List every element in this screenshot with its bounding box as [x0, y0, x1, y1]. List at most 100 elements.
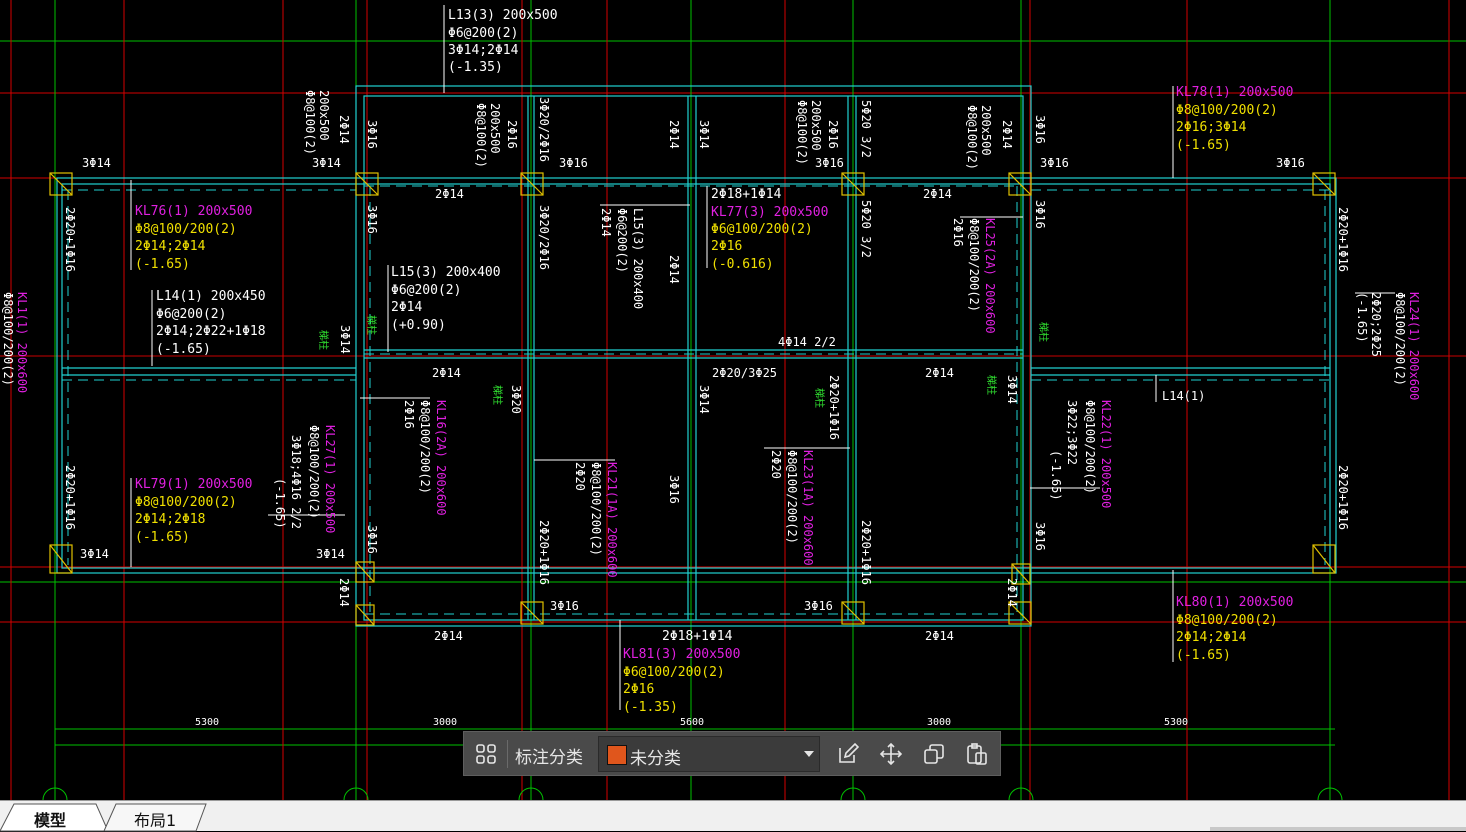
rebar-label: 3Φ16 — [550, 599, 579, 613]
note-text: 2Φ14;2Φ22+1Φ18 — [156, 324, 266, 339]
rebar-label: L14(1) — [1162, 389, 1205, 403]
tab-model-label: 模型 — [34, 811, 67, 830]
paste-icon[interactable] — [963, 740, 991, 768]
vnote: 2Φ14 — [667, 120, 681, 149]
note-text: (-1.65) — [156, 342, 211, 357]
note-text: 2Φ14;2Φ18 — [135, 512, 205, 527]
note-text: Φ6@100/200(2) — [711, 222, 813, 237]
annotation-toolbar: 标注分类 未分类 — [463, 731, 1001, 776]
cad-drawing-canvas[interactable]: 5300 3000 5600 3000 5300 L13(3) 200x500 … — [0, 0, 1466, 800]
rebar-label: 3Φ14 — [80, 547, 109, 561]
toolbar-separator — [507, 740, 508, 768]
edit-icon[interactable] — [834, 740, 862, 768]
vnote: 梯柱 — [365, 315, 378, 335]
vnote: 3Φ20 — [509, 385, 523, 414]
vnote: 2Φ14 — [1005, 578, 1019, 607]
vnote: KL22(1) 200x500 — [1099, 400, 1113, 508]
category-select[interactable]: 未分类 — [598, 736, 820, 772]
rebar-label: 2Φ20/3Φ25 — [712, 366, 777, 380]
copy-icon[interactable] — [920, 740, 948, 768]
vnote: 3Φ16 — [1033, 522, 1047, 551]
vnote: 2Φ20 — [769, 450, 783, 479]
note-text: KL78(1) 200x500 — [1176, 85, 1293, 100]
vnote: Φ8@100(2) — [303, 90, 317, 155]
vnote: KL27(1) 200x500 — [323, 425, 337, 533]
note-text: L13(3) 200x500 — [448, 8, 558, 23]
vnote: Φ8@100/200(2) — [1393, 292, 1407, 386]
horizontal-scrollbar[interactable] — [1210, 827, 1466, 831]
columns — [49, 172, 1336, 626]
note-kl81: 2Φ18+1Φ14 KL81(3) 200x500 Φ6@100/200(2) … — [623, 629, 740, 715]
vnote: 3Φ16 — [365, 205, 379, 234]
vnote: 3Φ22;3Φ22 — [1065, 400, 1079, 465]
note-text: 2Φ16 — [623, 682, 654, 697]
vnote: 2Φ20+1Φ16 — [63, 465, 77, 530]
tab-model[interactable]: 模型 — [34, 801, 94, 832]
vnote: 梯柱 — [813, 388, 826, 408]
note-text: KL76(1) 200x500 — [135, 204, 252, 219]
vnote: 2Φ16 — [402, 400, 416, 429]
note-text: (+0.90) — [391, 318, 446, 333]
chevron-down-icon — [804, 751, 814, 757]
vnote: Φ8@100(2) — [474, 103, 488, 168]
color-swatch — [607, 745, 627, 765]
note-text: 2Φ16;3Φ14 — [1176, 120, 1247, 135]
vnote: 梯柱 — [1037, 322, 1050, 342]
note-text: Φ8@100/200(2) — [135, 222, 237, 237]
note-l15: L15(3) 200x400 Φ6@200(2) 2Φ14 (+0.90) — [391, 265, 501, 333]
vnote: Φ8@100/200(2) — [967, 218, 981, 312]
vnote: 2Φ16 — [826, 120, 840, 149]
note-kl76: KL76(1) 200x500 Φ8@100/200(2) 2Φ14;2Φ14 … — [135, 204, 252, 272]
vnote: (-1.65) — [1049, 450, 1063, 501]
vnote: 梯柱 — [985, 375, 998, 395]
vnote: 2Φ20+1Φ16 — [63, 207, 77, 272]
vnote: KL21(1A) 200x600 — [605, 462, 619, 578]
vnote: 3Φ16 — [667, 475, 681, 504]
vnote: 200x500 — [809, 100, 823, 151]
vertical-notes: Φ8@100/200(2) KL1(1) 200x600 2Φ20+1Φ16 2… — [1, 90, 1421, 607]
tab-layout1[interactable]: 布局1 — [134, 801, 194, 832]
note-text: 2Φ14;2Φ14 — [1176, 630, 1247, 645]
vnote: 2Φ14 — [667, 255, 681, 284]
vnote: L15(3) 200x400 — [631, 208, 645, 309]
rebar-label: 2Φ14 — [432, 366, 461, 380]
vnote: 3Φ20/2Φ16 — [537, 97, 551, 162]
note-text: 2Φ18+1Φ14 — [662, 629, 733, 644]
beam-dash-lines — [62, 185, 1330, 615]
note-kl78: KL78(1) 200x500 Φ8@100/200(2) 2Φ16;3Φ14 … — [1176, 85, 1293, 153]
rebar-label: 3Φ16 — [815, 156, 844, 170]
vnote: Φ8@100/200(2) — [1, 292, 15, 386]
rebar-label: 3Φ16 — [804, 599, 833, 613]
vnote: 5Φ20 3/2 — [859, 200, 873, 258]
rebar-label: 3Φ16 — [559, 156, 588, 170]
vnote: Φ8@100(2) — [795, 100, 809, 165]
note-text: 2Φ16 — [711, 239, 742, 254]
rebar-label: 3Φ16 — [1276, 156, 1305, 170]
vnote: 2Φ14 — [337, 578, 351, 607]
beam-outlines — [56, 85, 1337, 627]
note-text: Φ6@200(2) — [448, 26, 518, 41]
rebar-label: 2Φ14 — [925, 629, 954, 643]
vnote: (-1.65) — [273, 478, 287, 529]
vnote: 3Φ16 — [365, 525, 379, 554]
note-text: Φ6@200(2) — [391, 283, 461, 298]
category-label: 标注分类 — [515, 748, 583, 768]
rebar-label: 3Φ14 — [316, 547, 345, 561]
vnote: 2Φ20+1Φ16 — [1336, 207, 1350, 272]
vnote: Φ8@100/200(2) — [1083, 400, 1097, 494]
note-l13: L13(3) 200x500 Φ6@200(2) 3Φ14;2Φ14 (-1.3… — [448, 8, 558, 75]
grid-icon[interactable] — [472, 740, 500, 768]
note-text: 2Φ18+1Φ14 — [711, 187, 782, 202]
vnote: 200x500 — [979, 105, 993, 156]
note-text: 2Φ14 — [391, 300, 422, 315]
note-text: L14(1) 200x450 — [156, 289, 266, 304]
vnote: 2Φ16 — [951, 218, 965, 247]
move-icon[interactable] — [877, 740, 905, 768]
rebar-label: 3Φ16 — [1040, 156, 1069, 170]
vnote: 2Φ14 — [599, 208, 613, 237]
vnote: 梯柱 — [317, 330, 330, 350]
vnote: 2Φ20;2Φ25 — [1369, 292, 1383, 357]
vnote: Φ8@100(2) — [965, 105, 979, 170]
vnote: Φ8@100/200(2) — [418, 400, 432, 494]
vnote: 2Φ20+1Φ16 — [827, 375, 841, 440]
